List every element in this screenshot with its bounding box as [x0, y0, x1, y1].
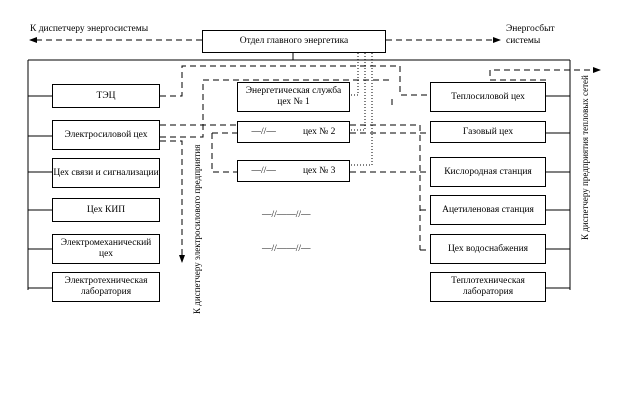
center-shop-1-label: Энергетическая служба цех № 1 — [245, 86, 342, 107]
label-energy-sales-2: системы — [506, 36, 541, 46]
left-box-4: Цех КИП — [52, 198, 160, 222]
center-shop-1-box: Энергетическая служба цех № 1 — [237, 82, 350, 112]
right-box-2: Газовый цех — [430, 121, 546, 143]
main-energy-dept-box: Отдел главного энергетика — [202, 30, 386, 53]
label-energy-sales-1: Энергосбыт — [506, 24, 555, 34]
right-box-5: Цех водоснабжения — [430, 234, 546, 264]
right-box-1-label: Теплосиловой цех — [451, 91, 525, 102]
right-box-5-label: Цех водоснабжения — [447, 243, 529, 254]
center-shop-2-box: —//— цех № 2 — [237, 121, 350, 143]
right-box-2-label: Газовый цех — [462, 126, 514, 137]
left-box-2-label: Электросиловой цех — [64, 129, 148, 140]
center-shop-3-label: цех № 3 — [302, 165, 336, 176]
right-box-3: Кислородная станция — [430, 157, 546, 187]
left-box-4-label: Цех КИП — [86, 204, 126, 215]
left-box-3: Цех связи и сигнализации — [52, 158, 160, 188]
left-box-1: ТЭЦ — [52, 84, 160, 108]
left-box-5: Электромеханический цех — [52, 234, 160, 264]
left-box-2: Электросиловой цех — [52, 120, 160, 150]
label-to-grid-dispatcher: К диспетчеру энергосистемы — [30, 24, 149, 34]
center-shop-2-marks: —//— — [251, 126, 276, 137]
center-shop-2-label: цех № 2 — [302, 126, 336, 137]
left-box-6-label: Электротехническая лаборатория — [64, 276, 148, 297]
right-box-1: Теплосиловой цех — [430, 82, 546, 112]
right-box-3-label: Кислородная станция — [444, 166, 532, 177]
center-gap-marks-1: —//——//— — [262, 210, 311, 220]
center-shop-3-box: —//— цех № 3 — [237, 160, 350, 182]
main-energy-dept-label: Отдел главного энергетика — [239, 36, 349, 47]
vertical-label-heat: К диспетчеру предприятия тепловых сетей — [580, 75, 590, 240]
right-box-6: Теплотехническая лаборатория — [430, 272, 546, 302]
left-box-3-label: Цех связи и сигнализации — [53, 167, 159, 178]
left-box-1-label: ТЭЦ — [96, 90, 116, 101]
left-box-5-label: Электромеханический цех — [60, 238, 152, 259]
vertical-label-electric: К диспетчеру электросилового предприятия — [192, 144, 202, 314]
right-box-4: Ацетиленовая станция — [430, 195, 546, 225]
center-shop-3-marks: —//— — [251, 165, 276, 176]
left-box-6: Электротехническая лаборатория — [52, 272, 160, 302]
right-box-4-label: Ацетиленовая станция — [442, 204, 534, 215]
center-gap-marks-2: —//——//— — [262, 244, 311, 254]
right-box-6-label: Теплотехническая лаборатория — [451, 276, 525, 297]
